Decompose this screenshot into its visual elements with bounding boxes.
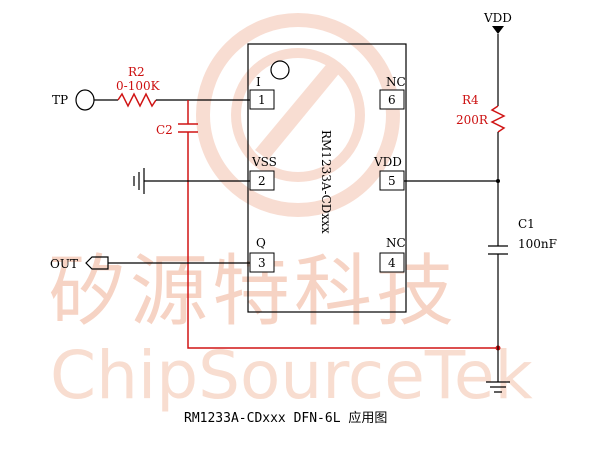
pin1-name: I xyxy=(256,75,261,89)
vdd-label: VDD xyxy=(483,11,512,25)
pin4-number: 4 xyxy=(388,256,396,270)
r2-zigzag xyxy=(117,92,157,108)
out-terminal: OUT xyxy=(50,256,250,271)
c2-ref: C2 xyxy=(156,123,173,137)
diagram-caption: RM1233A-CDxxx DFN-6L 应用图 xyxy=(184,410,387,426)
pin6-name: NC xyxy=(386,75,406,89)
pin1-number: 1 xyxy=(258,93,266,107)
capacitor-c1: C1 100nF xyxy=(488,217,557,382)
chip: RM1233A-CDxxx I 1 VSS 2 Q 3 NC 6 VDD 5 N… xyxy=(247,43,407,313)
c1-ref: C1 xyxy=(518,217,535,231)
pin5-number: 5 xyxy=(388,174,396,188)
pin2-name: VSS xyxy=(251,155,277,169)
vss-ground xyxy=(133,168,250,194)
c1-value: 100nF xyxy=(518,237,557,251)
pin6-pad xyxy=(379,89,405,110)
tp-label: TP xyxy=(52,93,68,107)
resistor-r2: R2 0-100K xyxy=(94,65,250,108)
capacitor-c2: C2 xyxy=(156,100,501,351)
pin6-number: 6 xyxy=(388,93,396,107)
watermark-logo xyxy=(196,13,400,217)
r4-ref: R4 xyxy=(462,93,479,107)
pin3-name: Q xyxy=(256,236,266,250)
r4-value: 200R xyxy=(456,113,489,127)
chip-name-label: RM1233A-CDxxx xyxy=(319,130,333,234)
vdd-arrow-icon xyxy=(492,26,504,34)
pin4-pad xyxy=(379,252,405,273)
pin5-name: VDD xyxy=(373,155,402,169)
chip-body xyxy=(247,43,407,313)
pin2-number: 2 xyxy=(258,174,266,188)
pin1-marker-dot xyxy=(270,60,290,80)
out-label: OUT xyxy=(50,257,78,271)
vdd-rail: VDD xyxy=(404,11,512,183)
r2-ref: R2 xyxy=(128,65,145,79)
watermark-en-text: ChipSourceTek xyxy=(50,337,534,414)
resistor-r4: R4 200R xyxy=(456,93,506,246)
pin3-number: 3 xyxy=(258,256,266,270)
watermark: 矽源特科技 ChipSourceTek xyxy=(48,13,534,414)
ground-icon xyxy=(486,381,510,393)
tp-terminal: TP xyxy=(52,89,95,111)
r4-zigzag xyxy=(490,105,506,133)
c2-wire-bottom xyxy=(187,132,498,349)
pin4-name: NC xyxy=(386,236,406,250)
r2-value: 0-100K xyxy=(116,79,161,93)
ground-icon xyxy=(133,168,145,194)
tp-terminal-circle xyxy=(75,89,95,111)
